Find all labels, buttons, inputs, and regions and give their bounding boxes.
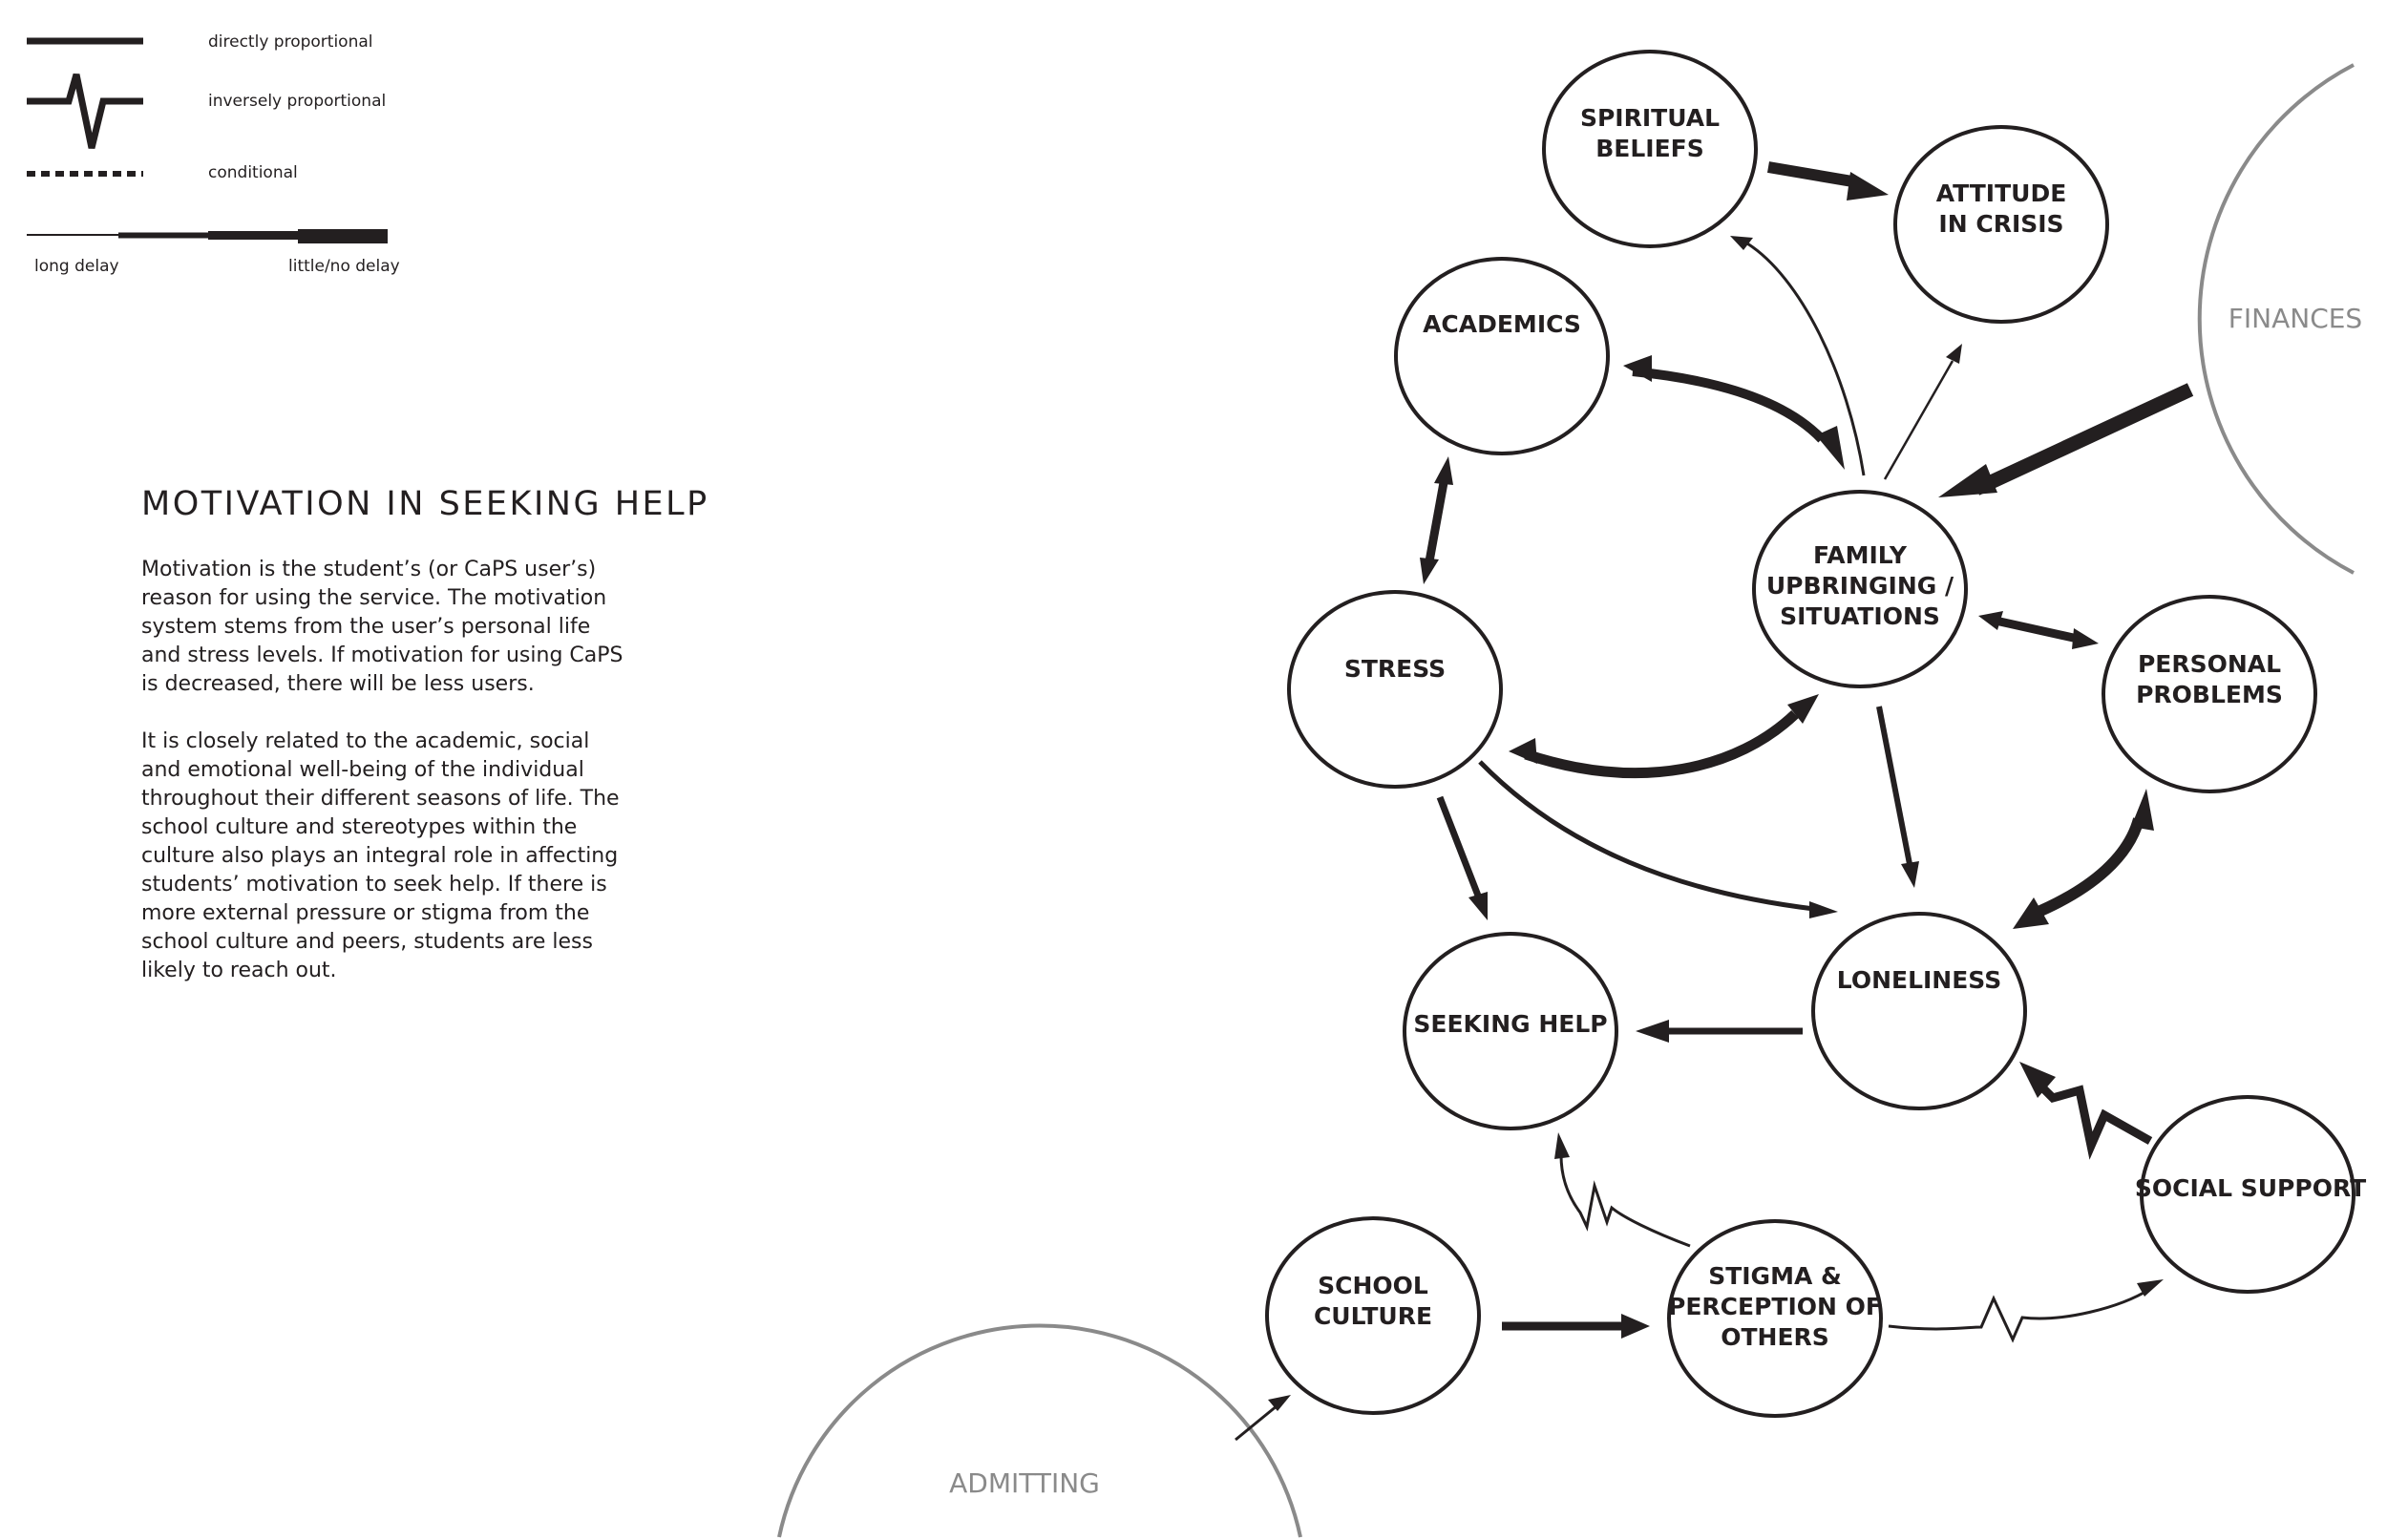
node-family [1752, 490, 1968, 688]
stigma-label-1: STIGMA & [1708, 1262, 1842, 1290]
legend-conditional-label: conditional [208, 163, 298, 182]
node-loneliness [1811, 912, 2027, 1110]
admitting-label: ADMITTING [949, 1467, 1100, 1499]
attitude-in-crisis-label-2: IN CRISIS [1938, 210, 2063, 238]
edges [1235, 161, 2194, 1442]
article-paragraph-2: It is closely related to the academic, s… [141, 729, 620, 982]
spiritual-beliefs-label-1: SPIRITUAL [1580, 104, 1720, 132]
node-attitude-in-crisis [1893, 125, 2109, 324]
node-circles [1265, 50, 2355, 1418]
academics-label: ACADEMICS [1423, 310, 1581, 338]
node-seeking-help [1403, 932, 1618, 1130]
legend-inversely-proportional-label: inversely proportional [208, 92, 386, 111]
node-social-support [2140, 1095, 2355, 1294]
node-academics [1394, 257, 1610, 455]
family-label-3: SITUATIONS [1780, 602, 1940, 630]
seeking-help-label: SEEKING HELP [1413, 1010, 1607, 1038]
family-label-2: UPBRINGING / [1766, 572, 1954, 600]
personal-problems-label-2: PROBLEMS [2136, 681, 2283, 708]
node-spiritual-beliefs [1542, 50, 1758, 248]
legend-long-delay-label: long delay [34, 257, 119, 276]
spiritual-beliefs-label-2: BELIEFS [1595, 135, 1704, 162]
attitude-in-crisis-label-1: ATTITUDE [1936, 179, 2067, 207]
family-label-1: FAMILY [1813, 541, 1908, 569]
school-culture-label-2: CULTURE [1314, 1302, 1432, 1330]
social-support-label: SOCIAL SUPPORT [2135, 1174, 2366, 1202]
loneliness-label: LONELINESS [1837, 966, 2001, 994]
node-labels: SPIRITUAL BELIEFS ATTITUDE IN CRISIS ACA… [1314, 104, 2366, 1351]
stigma-label-3: OTHERS [1721, 1323, 1829, 1351]
legend-inverse-line [27, 74, 143, 149]
school-culture-label-1: SCHOOL [1318, 1272, 1428, 1299]
article-title: MOTIVATION IN SEEKING HELP [141, 485, 709, 523]
article: MOTIVATION IN SEEKING HELP Motivation is… [141, 485, 709, 985]
article-paragraph-1: Motivation is the student’s (or CaPS use… [141, 558, 623, 696]
legend-delay-scale [27, 229, 388, 243]
personal-problems-label-1: PERSONAL [2138, 650, 2281, 678]
legend: directly proportional inversely proporti… [27, 32, 400, 276]
legend-little-no-delay-label: little/no delay [288, 257, 400, 276]
node-stress [1287, 590, 1503, 789]
external-admitting: ADMITTING [777, 1323, 1302, 1538]
finances-label: FINANCES [2229, 303, 2362, 334]
legend-directly-proportional-label: directly proportional [208, 32, 372, 52]
arrowhead [1847, 172, 1889, 200]
node-personal-problems [2102, 595, 2317, 793]
stigma-label-2: PERCEPTION OF [1668, 1293, 1882, 1320]
stress-label: STRESS [1344, 655, 1446, 683]
external-finances: FINANCES [2197, 63, 2362, 575]
node-stigma [1667, 1219, 1883, 1418]
node-school-culture [1265, 1216, 1481, 1415]
